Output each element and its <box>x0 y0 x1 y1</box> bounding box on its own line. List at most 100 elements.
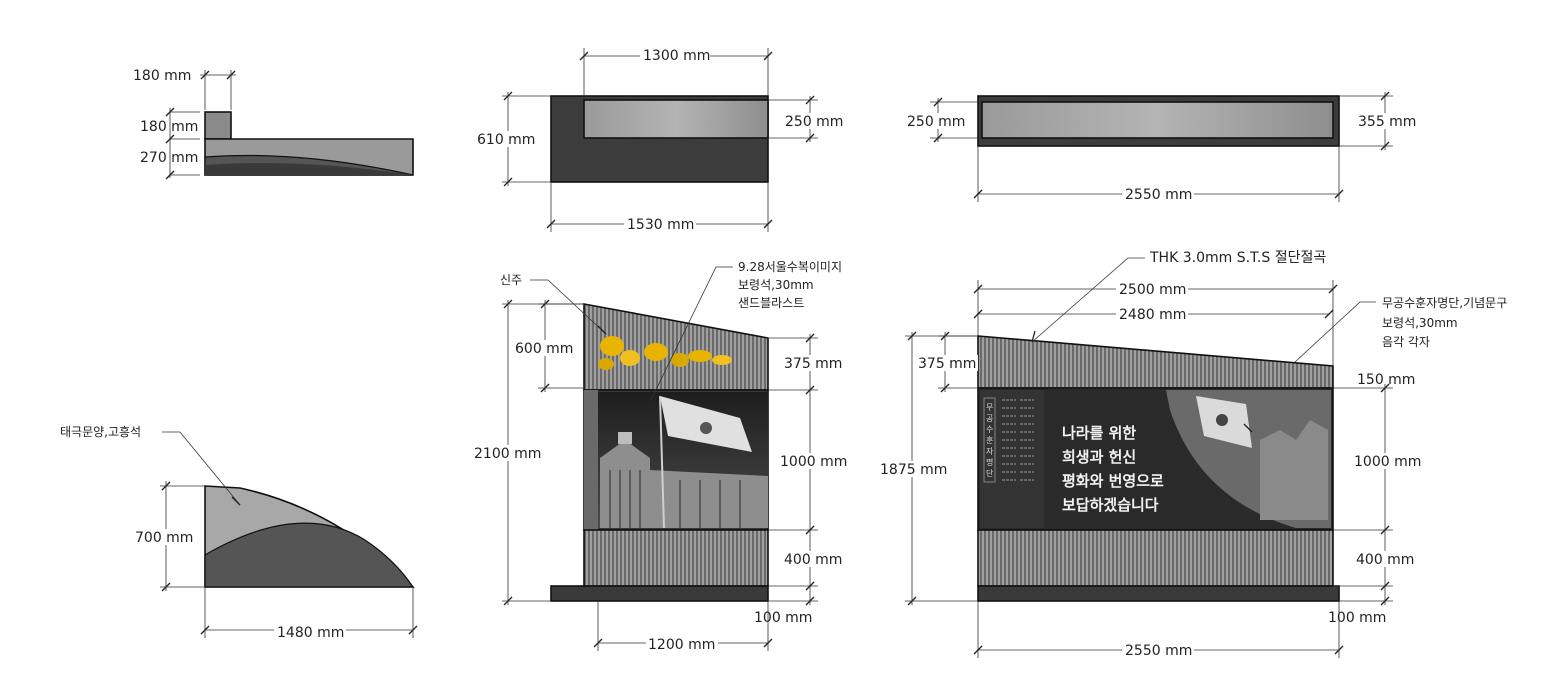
dim-label: 375 mm <box>918 356 976 372</box>
dim-tick <box>1328 284 1338 294</box>
dim-tick <box>408 625 418 635</box>
flag-emblem <box>1216 414 1228 426</box>
label-mask <box>782 113 844 129</box>
dim-tick <box>1380 525 1390 535</box>
dim-tick <box>763 638 773 648</box>
annotation-text: 샌드블라스트 <box>738 296 804 310</box>
dim-label: 375 mm <box>784 356 842 372</box>
dim-label: 2500 mm <box>1119 282 1186 298</box>
soldiers-silhouette <box>1260 420 1328 520</box>
view-top-small: 1300 mm 610 mm 250 mm 1530 mm <box>474 47 844 233</box>
label-mask <box>1122 642 1194 658</box>
dim-tick <box>161 582 171 592</box>
dim-tick <box>503 91 513 101</box>
label-mask <box>132 529 196 545</box>
leader-line <box>162 431 241 506</box>
dim-tick <box>1380 141 1390 151</box>
dim-label: 100 mm <box>1328 610 1386 626</box>
dim-label: 1000 mm <box>1354 454 1421 470</box>
dim-tick <box>907 596 917 606</box>
panel-message-line: 보답하겠습니다 <box>1062 496 1159 514</box>
top-large-steel <box>981 101 1334 139</box>
label-mask <box>1116 281 1188 297</box>
photo-building <box>600 395 768 529</box>
dim-tick <box>1380 383 1390 393</box>
name-list <box>1002 399 1034 481</box>
view-side-small: 180 mm 180 mm 270 mm <box>133 68 414 180</box>
annotation-text: 보령석,30mm <box>1382 316 1458 330</box>
annotation-text: 무공수훈자명단,기념문구 <box>1382 296 1507 310</box>
name-title-box <box>983 397 996 483</box>
dim-tick <box>579 51 589 61</box>
dim-tick <box>1380 91 1390 101</box>
leader-arrow <box>1031 330 1036 343</box>
dim-tick <box>973 189 983 199</box>
front-large-lower <box>977 529 1334 587</box>
dim-label: 180 mm <box>133 68 191 84</box>
annotation-text: 9.28서울수복이미지 <box>738 260 842 274</box>
leader-line <box>1294 301 1376 363</box>
view-top-large: 250 mm 355 mm 2550 mm <box>904 91 1419 203</box>
label-mask <box>1352 453 1422 469</box>
gold-ornament <box>598 336 732 370</box>
label-mask <box>640 47 710 63</box>
dim-tick <box>763 219 773 229</box>
view-base-side: 태극문양,고흥석 700 mm 1480 mm <box>60 425 418 641</box>
dim-tick <box>805 581 815 591</box>
label-mask <box>474 131 542 147</box>
dim-label: 400 mm <box>784 552 842 568</box>
dim-tick <box>540 383 550 393</box>
view-front-large: 무공수훈자명단 나라를 위한 희생과 헌신 평화와 번영으로 보답하겠습니다 T… <box>878 250 1507 659</box>
leader-line <box>1031 257 1145 343</box>
dim-label: 1875 mm <box>880 462 947 478</box>
dim-tick <box>503 596 513 606</box>
dim-label: 100 mm <box>754 610 812 626</box>
label-mask <box>624 216 696 232</box>
vertical-title-char: 수 <box>986 425 993 434</box>
dim-tick <box>1324 309 1334 319</box>
annotation-text: 보령석,30mm <box>738 278 814 292</box>
dim-label: 270 mm <box>140 150 198 166</box>
dim-tick <box>763 51 773 61</box>
dim-label: 700 mm <box>135 530 193 546</box>
label-mask <box>778 453 848 469</box>
label-mask <box>274 624 346 640</box>
label-mask <box>1122 186 1194 202</box>
dim-tick <box>805 333 815 343</box>
label-mask <box>1354 551 1418 567</box>
dim-tick <box>200 70 210 80</box>
dim-tick <box>546 219 556 229</box>
leader-arrow <box>231 496 241 506</box>
label-mask <box>512 340 576 356</box>
vertical-title-char: 훈 <box>986 435 993 445</box>
panel-message-line: 평화와 번영으로 <box>1062 472 1164 490</box>
annotation-text: 음각 각자 <box>1382 335 1430 349</box>
vertical-title-char: 명 <box>986 457 993 467</box>
dim-tick <box>503 299 513 309</box>
front-small-base <box>550 585 769 602</box>
panel-message-line: 나라를 위한 <box>1062 424 1136 442</box>
side-small-shadow <box>205 162 413 175</box>
leader-line <box>530 279 607 335</box>
dim-label: 250 mm <box>907 114 965 130</box>
vertical-title-char: 단 <box>986 468 994 478</box>
dim-tick <box>161 481 171 491</box>
dim-tick <box>593 638 603 648</box>
annotation-text: 신주 <box>500 273 522 287</box>
label-mask <box>646 636 718 652</box>
label-mask <box>1116 306 1188 322</box>
dim-tick <box>1334 645 1344 655</box>
dim-label: 610 mm <box>477 132 535 148</box>
dim-tick <box>973 645 983 655</box>
dim-tick <box>1334 189 1344 199</box>
front-small-lower <box>583 529 769 587</box>
vertical-title-char: 공 <box>986 414 993 423</box>
label-mask <box>472 445 544 461</box>
leader-arrow <box>597 325 607 335</box>
dim-tick <box>200 625 210 635</box>
dim-label: 1480 mm <box>277 625 344 641</box>
dim-tick <box>907 331 917 341</box>
annotation-text: 태극문양,고흥석 <box>60 425 141 439</box>
dim-label: 150 mm <box>1357 372 1415 388</box>
